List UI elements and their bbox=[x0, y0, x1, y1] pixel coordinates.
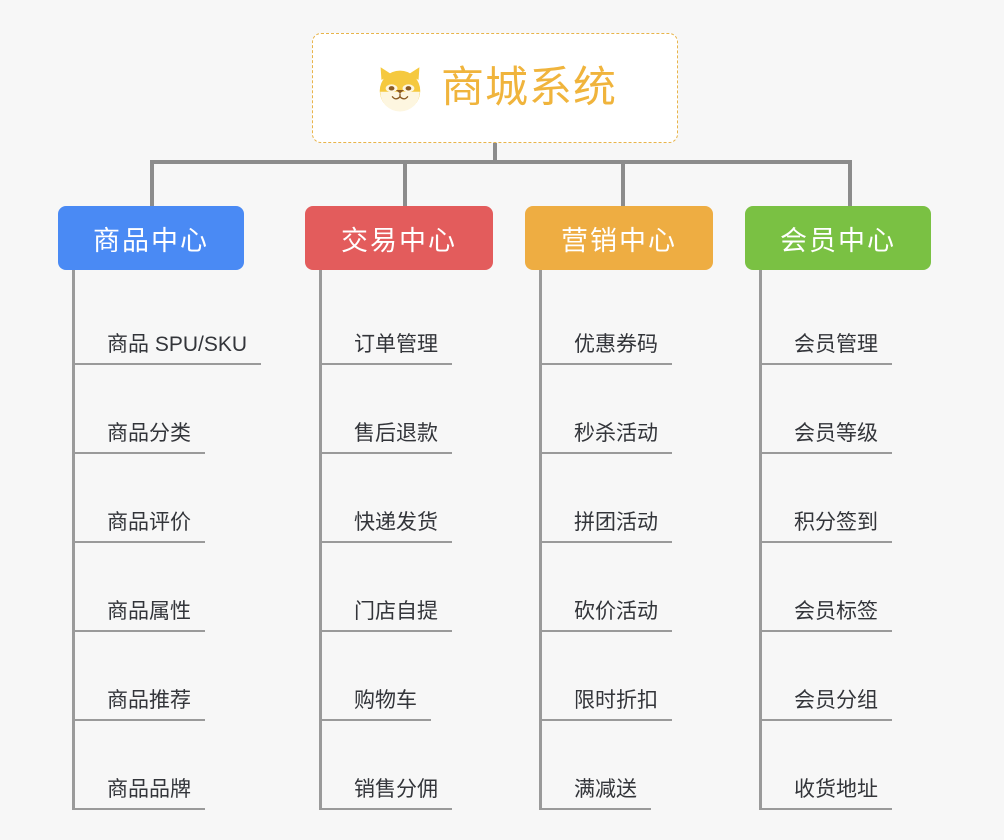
leaf-label: 售后退款 bbox=[322, 422, 452, 454]
leaf-label: 秒杀活动 bbox=[542, 422, 672, 454]
leaf-label: 销售分佣 bbox=[322, 778, 452, 810]
list-item[interactable]: 售后退款 bbox=[322, 365, 493, 454]
root-title: 商城系统 bbox=[441, 63, 617, 112]
leaf-rail-member: 会员管理 会员等级 积分签到 会员标签 会员分组 收货地址 bbox=[759, 270, 931, 810]
list-item[interactable]: 收货地址 bbox=[762, 721, 931, 810]
list-item[interactable]: 会员标签 bbox=[762, 543, 931, 632]
connector-root-stem bbox=[493, 143, 497, 164]
list-item[interactable]: 商品分类 bbox=[75, 365, 244, 454]
category-column-product: 商品中心 商品 SPU/SKU 商品分类 商品评价 商品属性 商品推荐 商品品牌 bbox=[58, 206, 262, 810]
leaf-label: 商品分类 bbox=[75, 422, 205, 454]
list-item[interactable]: 拼团活动 bbox=[542, 454, 713, 543]
list-item[interactable]: 商品品牌 bbox=[75, 721, 244, 810]
leaf-label: 商品品牌 bbox=[75, 778, 205, 810]
leaf-label: 限时折扣 bbox=[542, 689, 672, 721]
leaf-label: 快递发货 bbox=[322, 511, 452, 543]
list-item[interactable]: 门店自提 bbox=[322, 543, 493, 632]
leaf-label: 商品 SPU/SKU bbox=[75, 333, 262, 365]
category-header-label: 会员中心 bbox=[780, 225, 896, 256]
leaf-label: 收货地址 bbox=[762, 778, 892, 810]
category-header-label: 商品中心 bbox=[93, 225, 209, 256]
list-item[interactable]: 销售分佣 bbox=[322, 721, 493, 810]
leaf-rail-trade: 订单管理 售后退款 快递发货 门店自提 购物车 销售分佣 bbox=[319, 270, 493, 810]
list-item[interactable]: 秒杀活动 bbox=[542, 365, 713, 454]
leaf-label: 会员标签 bbox=[762, 600, 892, 632]
category-header-member[interactable]: 会员中心 bbox=[745, 206, 931, 270]
list-item[interactable]: 砍价活动 bbox=[542, 543, 713, 632]
list-item[interactable]: 商品评价 bbox=[75, 454, 244, 543]
list-item[interactable]: 商品 SPU/SKU bbox=[75, 276, 262, 365]
list-item[interactable]: 优惠券码 bbox=[542, 276, 713, 365]
leaf-label: 订单管理 bbox=[322, 333, 452, 365]
category-header-trade[interactable]: 交易中心 bbox=[305, 206, 493, 270]
list-item[interactable]: 商品属性 bbox=[75, 543, 244, 632]
list-item[interactable]: 订单管理 bbox=[322, 276, 493, 365]
category-header-label: 营销中心 bbox=[561, 225, 677, 256]
leaf-rail-product: 商品 SPU/SKU 商品分类 商品评价 商品属性 商品推荐 商品品牌 bbox=[72, 270, 262, 810]
connector-drop-1 bbox=[150, 160, 154, 208]
list-item[interactable]: 会员管理 bbox=[762, 276, 931, 365]
category-column-marketing: 营销中心 优惠券码 秒杀活动 拼团活动 砍价活动 限时折扣 满减送 bbox=[525, 206, 713, 810]
leaf-label: 商品推荐 bbox=[75, 689, 205, 721]
list-item[interactable]: 积分签到 bbox=[762, 454, 931, 543]
list-item[interactable]: 快递发货 bbox=[322, 454, 493, 543]
leaf-label: 会员管理 bbox=[762, 333, 892, 365]
leaf-label: 购物车 bbox=[322, 689, 431, 721]
list-item[interactable]: 限时折扣 bbox=[542, 632, 713, 721]
leaf-label: 砍价活动 bbox=[542, 600, 672, 632]
leaf-label: 优惠券码 bbox=[542, 333, 672, 365]
category-column-trade: 交易中心 订单管理 售后退款 快递发货 门店自提 购物车 销售分佣 bbox=[305, 206, 493, 810]
connector-horizontal-bus bbox=[150, 160, 850, 164]
leaf-label: 满减送 bbox=[542, 778, 651, 810]
connector-drop-2 bbox=[403, 160, 407, 208]
leaf-rail-marketing: 优惠券码 秒杀活动 拼团活动 砍价活动 限时折扣 满减送 bbox=[539, 270, 713, 810]
category-header-marketing[interactable]: 营销中心 bbox=[525, 206, 713, 270]
leaf-label: 拼团活动 bbox=[542, 511, 672, 543]
shiba-dog-icon bbox=[373, 63, 427, 117]
leaf-label: 会员分组 bbox=[762, 689, 892, 721]
category-header-label: 交易中心 bbox=[341, 225, 457, 256]
list-item[interactable]: 会员分组 bbox=[762, 632, 931, 721]
list-item[interactable]: 满减送 bbox=[542, 721, 713, 810]
list-item[interactable]: 会员等级 bbox=[762, 365, 931, 454]
leaf-label: 商品评价 bbox=[75, 511, 205, 543]
list-item[interactable]: 购物车 bbox=[322, 632, 493, 721]
leaf-label: 会员等级 bbox=[762, 422, 892, 454]
list-item[interactable]: 商品推荐 bbox=[75, 632, 244, 721]
category-column-member: 会员中心 会员管理 会员等级 积分签到 会员标签 会员分组 收货地址 bbox=[745, 206, 931, 810]
leaf-label: 门店自提 bbox=[322, 600, 452, 632]
leaf-label: 商品属性 bbox=[75, 600, 205, 632]
leaf-label: 积分签到 bbox=[762, 511, 892, 543]
root-node[interactable]: 商城系统 bbox=[312, 33, 678, 143]
connector-drop-4 bbox=[848, 160, 852, 208]
category-header-product[interactable]: 商品中心 bbox=[58, 206, 244, 270]
connector-drop-3 bbox=[621, 160, 625, 208]
